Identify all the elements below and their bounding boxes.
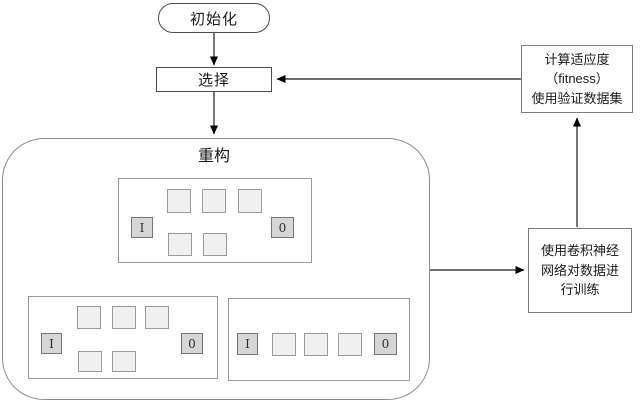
init-node: 初始化 (158, 3, 270, 33)
fitness-line: （fitness） (545, 71, 609, 87)
reconstruct-label: 重构 (197, 148, 230, 165)
genome-cell (202, 189, 226, 213)
genome-cell (167, 189, 191, 213)
genome-input-node: I (41, 333, 62, 354)
genome-output-node: 0 (181, 333, 203, 354)
input-label: I (139, 220, 145, 235)
genome-cell (145, 306, 169, 329)
output-label: 0 (278, 220, 287, 235)
select-node: 选择 (156, 67, 272, 92)
fitness-line: 使用验证数据集 (531, 90, 623, 106)
genome-cell (304, 333, 328, 356)
init-label: 初始化 (189, 10, 238, 28)
select-label: 选择 (197, 72, 230, 89)
train-line: 行训练 (560, 282, 600, 298)
genome-cell (168, 233, 192, 256)
train-line: 网络对数据进 (540, 262, 619, 278)
genome-cell (338, 333, 362, 356)
genome-cell (112, 306, 136, 329)
genome-input-node: I (237, 333, 258, 355)
genome-cell (238, 189, 262, 213)
genome-cell (77, 306, 101, 329)
genome-cell (272, 333, 296, 356)
fitness-node: 计算适应度 （fitness） 使用验证数据集 (521, 45, 633, 113)
fitness-line: 计算适应度 (544, 51, 610, 67)
genome-input-node: I (131, 217, 153, 238)
genome-cell (112, 351, 136, 372)
output-label: 0 (381, 337, 390, 351)
genome-output-node: 0 (271, 217, 294, 238)
input-label: I (245, 337, 250, 351)
output-label: 0 (188, 336, 196, 351)
input-label: I (49, 336, 54, 351)
genome-cell (78, 351, 102, 372)
genome-cell (203, 233, 227, 256)
train-line: 使用卷积神经 (540, 243, 619, 259)
genome-output-node: 0 (374, 333, 397, 355)
train-node: 使用卷积神经 网络对数据进 行训练 (528, 228, 632, 313)
